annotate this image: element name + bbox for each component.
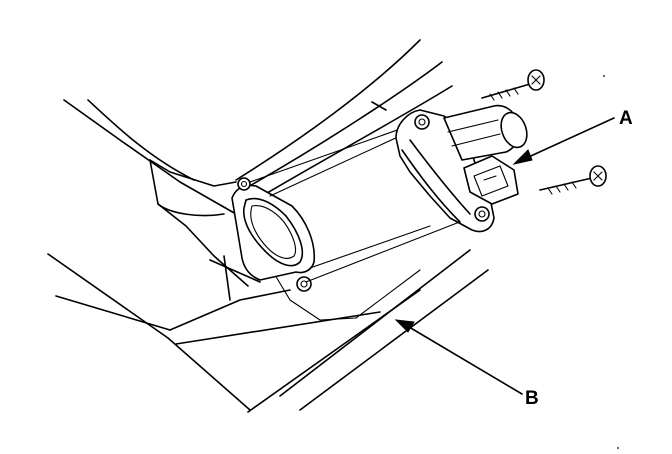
speck — [603, 75, 605, 77]
alignment-lines — [249, 121, 481, 283]
screw-hole-lower — [296, 276, 312, 292]
screw-lower-icon — [539, 165, 607, 195]
screw-upper-icon — [481, 69, 545, 101]
mounting-opening — [231, 184, 316, 281]
upper-trim-edge — [235, 39, 453, 197]
speck — [617, 447, 619, 449]
callout-b: B — [525, 388, 539, 409]
screw-hole-upper — [237, 177, 251, 191]
leader-b — [394, 319, 523, 395]
leader-a — [512, 117, 615, 165]
sensor-assembly — [395, 104, 528, 233]
callout-a: A — [619, 108, 633, 129]
